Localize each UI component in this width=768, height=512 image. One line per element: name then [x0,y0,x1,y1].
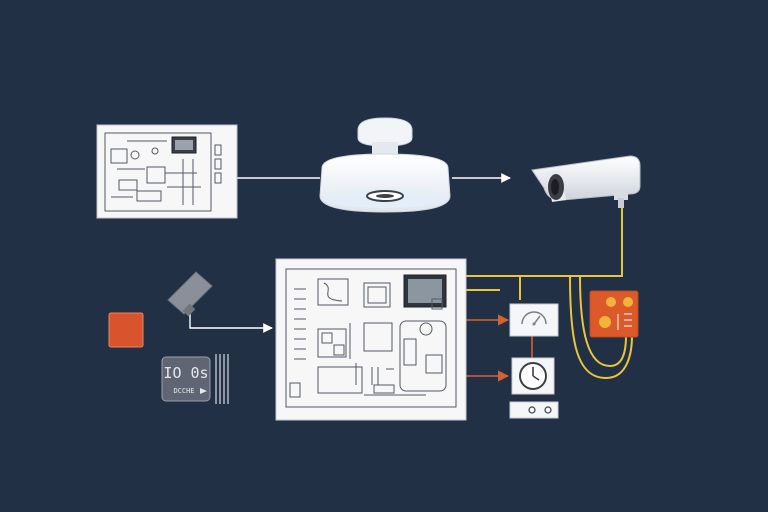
status-indicator-square [108,312,144,348]
small-circuit-board [96,124,238,219]
memory-chip-icon: IO 0s DCCHE [161,354,229,404]
chip-line1: IO 0s [163,364,208,382]
wire-camera-to-board [466,205,623,277]
wire-loop-to-panel [569,275,633,380]
smoke-detector-icon [319,117,451,213]
motion-sensor-icon [509,303,559,337]
alarm-panel-icon [589,290,639,338]
remote-sensor-icon [167,271,213,317]
clock-icon [509,401,559,419]
arrow-remote-to-board [189,312,273,333]
chip-line2: DCCHE [173,387,194,395]
wire-loop-inner [579,275,627,368]
main-circuit-board [275,258,467,421]
thermostat-icon [511,357,555,395]
security-camera-icon [531,155,641,208]
